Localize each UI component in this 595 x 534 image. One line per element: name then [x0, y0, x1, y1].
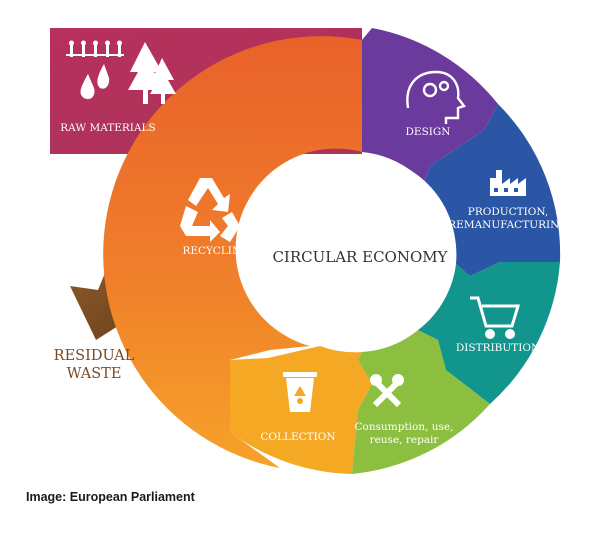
center-circle — [264, 156, 456, 348]
production-label: PRODUCTION, — [468, 206, 549, 218]
tools-icon — [370, 374, 404, 408]
consumption-segment — [352, 330, 490, 474]
remanufacturing-label: REMANUFACTURING — [448, 219, 567, 231]
recycle-icon — [180, 178, 240, 242]
reuse-repair-label: reuse, repair — [370, 434, 440, 446]
residual-waste-arrow — [70, 256, 165, 340]
recycling-label: RECYCLING — [182, 245, 249, 257]
trees-icon — [128, 42, 176, 104]
factory-icon — [490, 170, 526, 196]
residual-label: RESIDUAL — [54, 348, 135, 364]
center-label: CIRCULAR ECONOMY — [272, 248, 448, 266]
shopping-cart-icon — [470, 296, 521, 339]
raw-materials-label: RAW MATERIALS — [60, 122, 155, 134]
distribution-label: DISTRIBUTION — [456, 342, 540, 354]
wheat-icon — [66, 40, 124, 57]
design-segment — [362, 28, 498, 182]
head-gears-icon — [406, 70, 466, 124]
waste-label: WASTE — [67, 366, 122, 382]
consumption-label: Consumption, use, — [355, 421, 454, 433]
recycle-bin-icon — [283, 372, 317, 412]
recycling-segment — [103, 28, 363, 468]
image-credit: Image: European Parliament — [26, 490, 195, 504]
collection-label: COLLECTION — [260, 431, 335, 443]
water-drops-icon — [80, 64, 110, 100]
design-label: DESIGN — [406, 126, 451, 138]
